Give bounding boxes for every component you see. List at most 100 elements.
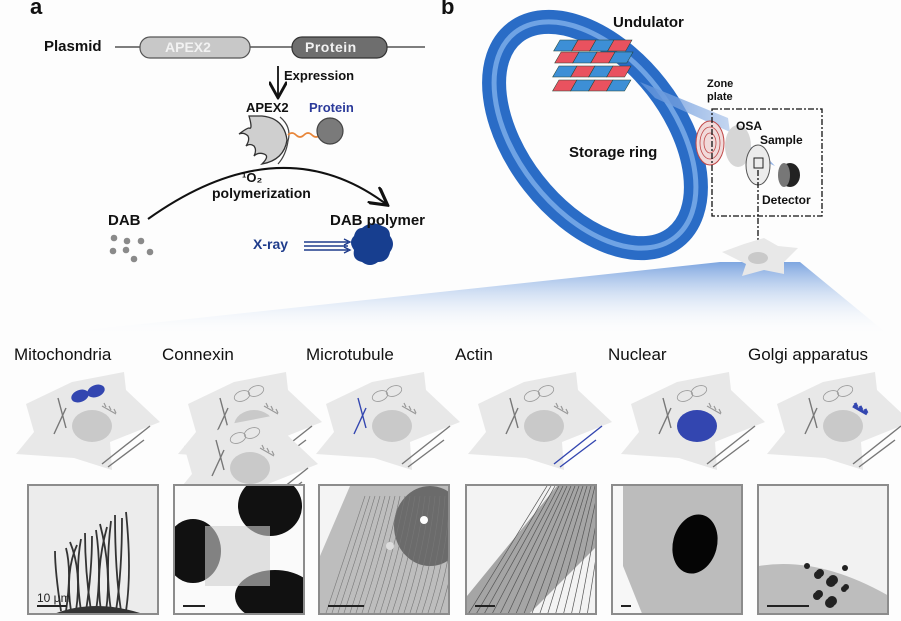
- scale-bar: [767, 605, 809, 607]
- singlet-oxygen-label: ¹O₂: [242, 170, 263, 185]
- organelle-label-actin: Actin: [455, 345, 493, 364]
- golgi-shape: [101, 402, 117, 415]
- mitochondria-shape: [523, 385, 555, 402]
- nucleus-shape: [72, 410, 112, 442]
- mitochondria-shape: [371, 385, 403, 402]
- cell-cartoon-actin: [468, 372, 612, 470]
- nucleus-shape: [677, 410, 717, 442]
- golgi-shape: [553, 402, 569, 415]
- golgi-shape: [401, 402, 417, 415]
- detector-label: Detector: [762, 193, 811, 207]
- xray-label: X-ray: [253, 236, 289, 252]
- plasmid-segment-apex2: [139, 36, 251, 59]
- micrograph-mitochondria: [29, 486, 157, 613]
- magnification-fan: [30, 262, 890, 336]
- micrograph-panel-actin: [465, 484, 597, 615]
- cell-cartoon-wrapper: [765, 370, 901, 485]
- mitochondria-shape: [676, 385, 708, 402]
- micrograph-panel-golgi: [757, 484, 889, 615]
- panel-b-letter: b: [441, 0, 455, 19]
- linker-icon: [287, 132, 321, 138]
- microtubule-shape: [353, 397, 367, 435]
- nucleus-shape: [372, 410, 412, 442]
- scale-bar: [328, 605, 364, 607]
- osa-icon: [725, 125, 751, 167]
- undulator-label: Undulator: [613, 14, 684, 31]
- organelle-label-golgi: Golgi apparatus: [748, 345, 869, 364]
- microtubule-shape: [211, 439, 225, 477]
- sample-label: Sample: [760, 133, 803, 147]
- storage-ring-label: Storage ring: [569, 144, 658, 161]
- fusion-protein-label: Protein: [309, 100, 354, 115]
- micrograph-nucleus: [613, 486, 741, 613]
- microtubule-shape: [53, 397, 67, 435]
- plasmid-segment-protein: [291, 36, 388, 59]
- scale-bar-label: 10 μm: [37, 591, 71, 605]
- actin-shape: [401, 425, 451, 468]
- micrograph-actin: [467, 486, 595, 613]
- dab-polymer-icon: [351, 223, 393, 265]
- plasmid-segment-protein-label: Protein: [305, 39, 357, 55]
- golgi-shape: [852, 402, 869, 416]
- golgi-shape: [706, 402, 722, 415]
- micrograph-panel-microtubule: [318, 484, 450, 615]
- cell-cartoon-nucleus: [621, 372, 765, 470]
- dab-molecules-icon: [109, 234, 154, 263]
- micrograph-panel-mitochondria: 10 μm: [27, 484, 159, 615]
- panel-a-diagram: [109, 36, 425, 265]
- xray-arrows-icon: [304, 238, 352, 254]
- panel-b-diagram: [30, 9, 890, 336]
- cell-cartoon-wrapper: [619, 370, 769, 485]
- osa-label: OSA: [736, 119, 763, 133]
- actin-shape: [101, 425, 151, 468]
- nucleus-shape: [230, 452, 270, 484]
- microtubule-shape: [804, 397, 818, 435]
- protein-icon: [316, 117, 344, 145]
- microtubule-shape: [505, 397, 519, 435]
- micrograph-golgi: [759, 486, 887, 613]
- plasmid-label: Plasmid: [44, 38, 102, 55]
- organelle-label-microtubule: Microtubule: [306, 345, 394, 364]
- zone-plate-icon: [695, 120, 725, 166]
- organelle-label-nucleus: Nuclear: [608, 345, 667, 364]
- actin-shape: [553, 425, 603, 468]
- nucleus-shape: [823, 410, 863, 442]
- cell-cartoon-mitochondria: [16, 372, 160, 470]
- undulator-icon: [552, 39, 634, 92]
- mitochondria-shape: [822, 385, 854, 402]
- plasmid-segment-apex2-label: APEX2: [165, 39, 211, 55]
- storage-ring-icon: [482, 9, 708, 261]
- mitochondria-shape: [229, 427, 261, 444]
- actin-shape: [852, 425, 901, 468]
- xray-beam: [640, 82, 730, 132]
- golgi-shape: [263, 402, 279, 415]
- cell-cartoon-wrapper: [314, 370, 464, 485]
- micrograph-microtubule: [320, 486, 448, 613]
- mitochondria-shape: [233, 385, 265, 402]
- cell-cartoon-golgi: [767, 372, 901, 470]
- golgi-shape: [259, 444, 275, 457]
- panel-a-letter: a: [30, 0, 43, 19]
- detector-icon: [778, 163, 800, 187]
- cell-cartoon-wrapper: [174, 370, 326, 512]
- cell-cartoon-wrapper: [466, 370, 616, 485]
- dab-label: DAB: [108, 212, 141, 229]
- polymerization-label: polymerization: [212, 185, 311, 201]
- micrograph-panel-connexin: [173, 484, 305, 615]
- zone-plate-label: Zone plate: [707, 78, 734, 103]
- organelle-label-connexin: Connexin: [162, 345, 234, 364]
- expression-label: Expression: [284, 68, 355, 83]
- scale-bar: [183, 605, 205, 607]
- micrograph-connexin: [175, 486, 303, 613]
- polymerization-arrow: [147, 166, 386, 220]
- scale-bar: [621, 605, 631, 607]
- fusion-apex2-label: APEX2: [246, 100, 289, 115]
- nucleus-shape: [524, 410, 564, 442]
- actin-shape: [706, 425, 756, 468]
- organelle-label-mitochondria: Mitochondria: [14, 345, 112, 364]
- dab-polymer-label: DAB polymer: [330, 212, 426, 229]
- optics-enclosure: [711, 108, 823, 217]
- microtubule-shape: [215, 397, 229, 435]
- cell-cartoon-wrapper: [14, 370, 164, 485]
- apex2-enzyme-icon: [238, 115, 288, 166]
